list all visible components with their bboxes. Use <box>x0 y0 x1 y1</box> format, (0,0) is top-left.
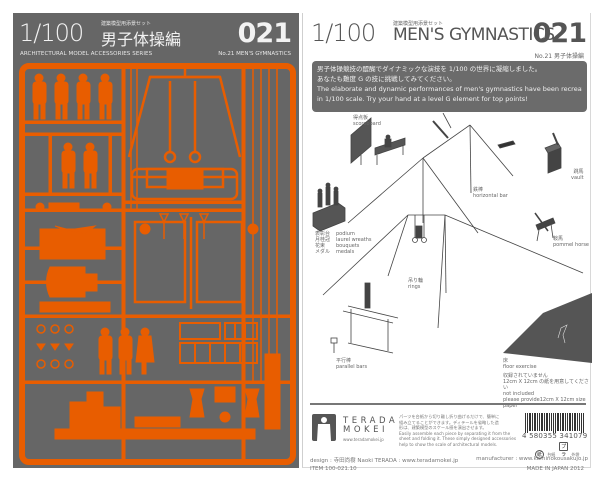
label-jp: 花束 <box>315 243 326 249</box>
label-parallel-bars: 平行棒 parallel bars <box>336 358 367 370</box>
design-credit: design : 寺田尚樹 Naoki TERADA : www.teradam… <box>310 458 459 464</box>
made-in: MADE IN JAPAN 2012 <box>526 466 584 472</box>
note-line: 12cm X 12cm の紙を用意してください <box>503 379 589 391</box>
label-jp: 鞍馬 <box>553 236 564 242</box>
note-line: 収録されていません <box>503 373 548 379</box>
sprue-sheet-panel: 1/100 建築模型用添景セット 男子体操編 ARCHITECTURAL MOD… <box>13 13 299 468</box>
label-en: parallel bars <box>336 364 368 370</box>
subtitle-jp: 建築模型用添景セット <box>101 21 152 27</box>
label-floor: 床 floor exercise <box>503 358 537 370</box>
plastic-recycle-icon: プラ <box>559 442 569 458</box>
blurb-line: 組み立てることができます。ディテールを省略した造 <box>399 419 499 425</box>
terada-mokei-logo <box>312 414 336 441</box>
title-jp: 男子体操編 <box>101 30 182 49</box>
label-en: floor exercise <box>503 364 537 370</box>
series-label: ARCHITECTURAL MODEL ACCESSORIES SERIES <box>20 51 153 57</box>
label-jp: 床 <box>503 358 509 364</box>
gymnastics-apparatus-drawing <box>312 112 592 363</box>
recycle-marks: 紙 台紙 プラ 外袋 <box>535 442 579 459</box>
instruction-panel: 1/100 建築模型用添景セット MEN'S GYMNASTICS 021 No… <box>302 13 592 472</box>
recycle-label: 外袋 <box>571 452 580 457</box>
label-en: laurel wreaths <box>336 237 372 243</box>
person-silhouette-icon <box>317 417 331 441</box>
description-box: 男子体操競技の醍醐でダイナミックな演技を 1/100 の世界に凝縮しました。 あ… <box>312 61 587 112</box>
sheet-header: 1/100 建築模型用添景セット 男子体操編 ARCHITECTURAL MOD… <box>13 13 299 58</box>
blurb-line: Easily assemble each piece by separating… <box>399 430 511 436</box>
brand-line: TERADA <box>343 416 399 426</box>
label-jp: メダル <box>315 249 331 255</box>
label-en: vault <box>571 175 584 181</box>
label-en: scoreboard <box>353 121 381 127</box>
label-en: bouquets <box>336 243 360 249</box>
label-jp: 表彰台 <box>315 231 331 237</box>
note-line: not included <box>503 391 535 397</box>
apparatus-illustrations: 得点板 scoreboard 表彰台 月桂冠 花束 メダル podium lau… <box>303 112 592 409</box>
label-jp: 鉄棒 <box>473 187 484 193</box>
blurb-line: 形は、建築模型のスケール感を演出させます。 <box>399 425 487 430</box>
blurb-line: help to show the scale of architectural … <box>399 441 498 447</box>
label-jp: 得点板 <box>353 115 369 121</box>
brand-url: www.teradamokei.jp <box>343 437 384 442</box>
assembly-blurb: パーツを台紙から切り離し折り曲げるだけで、簡単に 組み立てることができます。ディ… <box>399 414 519 447</box>
product-number-sub: No.21 MEN'S GYMNASTICS <box>218 51 291 57</box>
manufacturer-credit: manufacturer : www.kaminokousakujo.jp <box>476 456 588 462</box>
label-vault: 跳馬 vault <box>571 169 584 181</box>
scale-label: 1/100 <box>311 19 376 47</box>
label-jp: 跳馬 <box>573 169 584 175</box>
label-podium-en: podium laurel wreaths bouquets medals <box>336 231 372 255</box>
label-podium-jp: 表彰台 月桂冠 花束 メダル <box>315 231 330 255</box>
product-number: 021 <box>237 18 292 49</box>
label-rings: 吊り輪 rings <box>408 278 423 290</box>
footer-divider <box>310 403 586 405</box>
blurb-line: パーツを台紙から切り離し折り曲げるだけで、簡単に <box>399 414 500 419</box>
product-number-sub: No.21 男子体操編 <box>534 53 584 60</box>
label-en: podium <box>336 231 355 237</box>
barcode <box>525 413 584 433</box>
brand-line: MOKEI <box>343 425 388 435</box>
paper-recycle-icon: 紙 <box>535 450 544 459</box>
product-number: 021 <box>532 18 587 49</box>
description-line: あなたも難度 G の技に挑戦してみてください。 <box>317 75 456 83</box>
item-code: ITEM 100-021.10 <box>310 466 357 472</box>
label-jp: 吊り輪 <box>408 278 424 284</box>
sprue-frame <box>19 63 296 465</box>
label-en: pommel horse <box>553 242 589 248</box>
label-en: rings <box>408 284 421 290</box>
sprue-parts-illustration <box>25 69 290 459</box>
label-en: horizontal bar <box>473 193 508 199</box>
recycle-label: 台紙 <box>547 452 556 457</box>
label-pommel-horse: 鞍馬 pommel horse <box>553 236 589 248</box>
blurb-line: sheet and folding it. These simply desig… <box>399 436 517 441</box>
product-title: MEN'S GYMNASTICS <box>393 25 555 45</box>
floor-note: 収録されていません 12cm X 12cm の紙を用意してください not in… <box>503 373 592 409</box>
scale-label: 1/100 <box>19 19 84 47</box>
label-horizontal-bar: 鉄棒 horizontal bar <box>473 187 508 199</box>
note-line: please provide12cm X 12cm size paper <box>503 397 586 409</box>
label-scoreboard: 得点板 scoreboard <box>353 115 381 127</box>
brand-name: TERADA MOKEI <box>343 417 398 435</box>
label-en: medals <box>336 249 355 255</box>
description-line: in 1/100 scale. Try your hand at a level… <box>317 95 528 103</box>
description-line: The elaborate and dynamic performances o… <box>317 85 582 93</box>
label-jp: 月桂冠 <box>315 237 331 243</box>
label-jp: 平行棒 <box>336 358 352 364</box>
description-line: 男子体操競技の醍醐でダイナミックな演技を 1/100 の世界に凝縮しました。 <box>317 65 542 73</box>
barcode-number: 4 580355 341079 <box>522 432 588 440</box>
subtitle-jp: 建築模型用添景セット <box>393 21 444 27</box>
